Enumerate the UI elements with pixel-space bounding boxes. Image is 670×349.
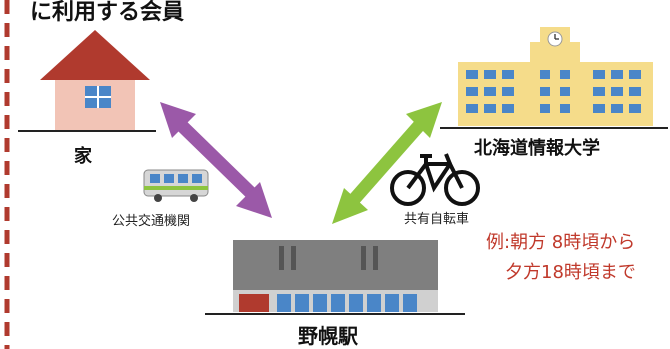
page-title: に利用する会員 [30, 0, 185, 25]
example-time-line2: 夕方18時頃まで [505, 262, 636, 283]
bicycle-icon [390, 153, 480, 206]
home-label: 家 [74, 146, 92, 167]
house-icon [40, 30, 150, 132]
station-label: 野幌駅 [298, 324, 358, 348]
university-label: 北海道情報大学 [474, 138, 600, 159]
university-icon [458, 27, 653, 126]
university-ground-line [440, 127, 668, 129]
station-ground-line [205, 313, 465, 315]
dashed-border [4, 0, 10, 349]
example-time-line1: 例:朝方 8時頃から [486, 232, 636, 253]
station-icon [233, 240, 438, 312]
home-ground-line [18, 130, 156, 132]
purple-double-arrow [160, 102, 272, 218]
green-double-arrow [332, 102, 442, 224]
public-transport-label: 公共交通機関 [112, 214, 191, 229]
bus-icon [143, 169, 209, 202]
shared-bike-label: 共有自転車 [404, 212, 470, 227]
